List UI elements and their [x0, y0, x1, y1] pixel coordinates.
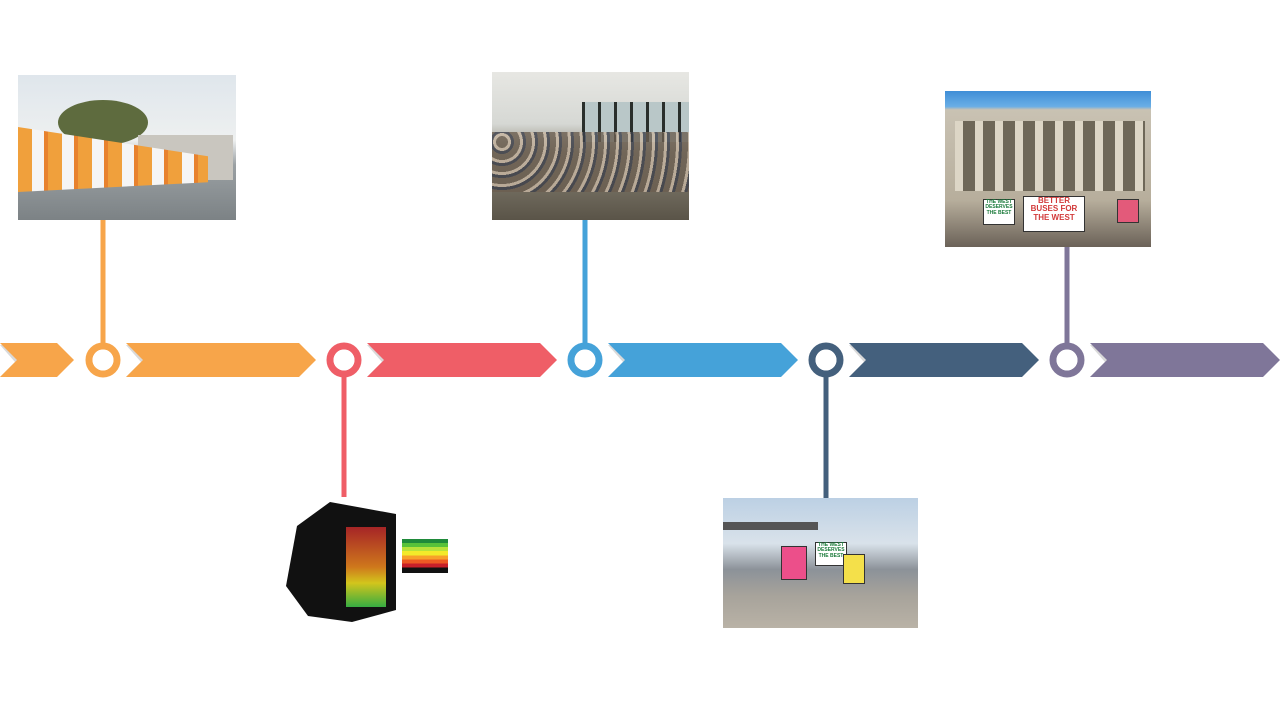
protest-sign — [781, 546, 807, 580]
rally-sign-the-west: THE WEST DESERVES THE BEST — [983, 199, 1015, 225]
pin-stem — [100, 220, 106, 343]
public-transport-accessibility-map — [276, 497, 452, 630]
pin-stem — [341, 377, 347, 497]
audience — [492, 132, 689, 192]
timeline-chevron-6 — [1090, 343, 1280, 377]
milestone-ring-center — [815, 349, 837, 371]
milestone-pin-5 — [1049, 247, 1085, 378]
milestone-ring-center — [92, 349, 114, 371]
protest-sign-warning — [843, 554, 865, 584]
timeline-chevron-5 — [849, 343, 1039, 377]
map-legend — [402, 539, 448, 573]
timeline-chevron-2 — [126, 343, 316, 377]
shelter-roof — [723, 522, 818, 530]
timeline-chevron-4 — [608, 343, 798, 377]
rally-banner-better-buses: BETTER BUSES FOR THE WEST — [1023, 196, 1085, 232]
pin-stem — [823, 377, 829, 498]
milestone-ring-center — [574, 349, 596, 371]
bus-fleet-photo — [18, 75, 236, 220]
milestone-ring-center — [1056, 349, 1078, 371]
parliament-steps-rally-photo: THE WEST DESERVES THE BEST BETTER BUSES … — [945, 91, 1151, 247]
columns — [955, 121, 1145, 191]
milestone-ring — [808, 342, 844, 378]
timeline-chevron-1 — [0, 343, 74, 377]
milestone-ring — [567, 342, 603, 378]
milestone-ring — [1049, 342, 1085, 378]
rally-sign — [1117, 199, 1139, 223]
map-heat — [346, 527, 386, 607]
pin-stem — [1064, 247, 1070, 343]
milestone-ring-center — [333, 349, 355, 371]
milestone-ring — [85, 342, 121, 378]
milestone-ring — [326, 342, 362, 378]
timeline-chevron-3 — [367, 343, 557, 377]
pin-stem — [582, 220, 588, 343]
bus-stop-protest-photo: THE WEST DESERVES THE BEST — [723, 498, 918, 628]
protest-sign-the-west: THE WEST DESERVES THE BEST — [815, 542, 847, 566]
community-meeting-photo — [492, 72, 689, 220]
